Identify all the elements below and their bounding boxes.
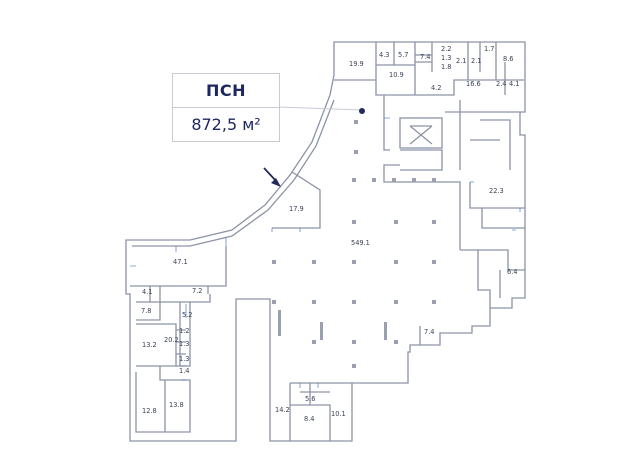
room-label: 4.2 (431, 84, 442, 92)
room-label: 7.4 (424, 328, 435, 336)
room-label: 7.8 (141, 307, 152, 315)
room-labels: 19.9 4.3 5.7 7.4 2.2 1.3 1.8 1.7 2.1 2.1… (141, 45, 520, 423)
room-label: 5.2 (182, 311, 193, 319)
room-label: 4.1 (509, 80, 520, 88)
total-area: 872,5 м² (191, 115, 261, 134)
room-label: 2.1 (456, 57, 467, 65)
room-label: 2.1 (471, 57, 482, 65)
room-label: 1.3 (441, 54, 452, 62)
room-label: 1.3 (179, 340, 190, 348)
room-label: 16.6 (466, 80, 481, 88)
room-label: 19.9 (349, 60, 364, 68)
stair-core (399, 117, 443, 149)
room-label: 1.7 (484, 45, 495, 53)
info-panel: ПСН 872,5 м² (172, 73, 280, 142)
walls (125, 41, 526, 442)
room-label: 13.2 (142, 341, 157, 349)
room-label: 17.9 (289, 205, 304, 213)
room-label: 2.2 (441, 45, 452, 53)
room-label: 549.1 (351, 239, 370, 247)
outer-wall (125, 41, 526, 442)
room-label: 1.3 (179, 355, 190, 363)
room-label: 8.4 (304, 415, 315, 423)
room-label: 6.4 (507, 268, 518, 276)
room-label: 4.3 (379, 51, 390, 59)
location-marker (359, 108, 365, 114)
room-label: 7.4 (420, 53, 431, 61)
room-label: 12.8 (142, 407, 157, 415)
room-label: 7.2 (192, 287, 203, 295)
room-label: 8.6 (503, 55, 514, 63)
blueprint-lines (130, 117, 521, 388)
top-rooms (334, 42, 524, 151)
east-rooms (460, 182, 525, 308)
room-label: 13.8 (169, 401, 184, 409)
room-label: 1.8 (441, 63, 452, 71)
room-label: 14.2 (275, 406, 290, 414)
leader-line (277, 106, 363, 111)
room-label: 4.1 (142, 288, 153, 296)
entrance-arrow-icon (263, 167, 281, 187)
room-label: 20.2 (164, 336, 179, 344)
room-label: 1.4 (179, 367, 190, 375)
room-label: 47.1 (173, 258, 188, 266)
core-lines (383, 100, 520, 250)
column-grid (272, 120, 436, 368)
facade-arc (132, 99, 335, 247)
room-label: 5.6 (305, 395, 316, 403)
premises-type-title: ПСН (173, 74, 279, 108)
room-label: 2.4 (496, 80, 507, 88)
room-label: 10.1 (331, 410, 346, 418)
room-label: 5.7 (398, 51, 409, 59)
small-rooms (176, 329, 186, 367)
room-17-9-walls (272, 171, 321, 229)
room-label: 10.9 (389, 71, 404, 79)
room-label: 22.3 (489, 187, 504, 195)
south-rooms (289, 326, 421, 441)
room-label: 1.2 (179, 327, 190, 335)
